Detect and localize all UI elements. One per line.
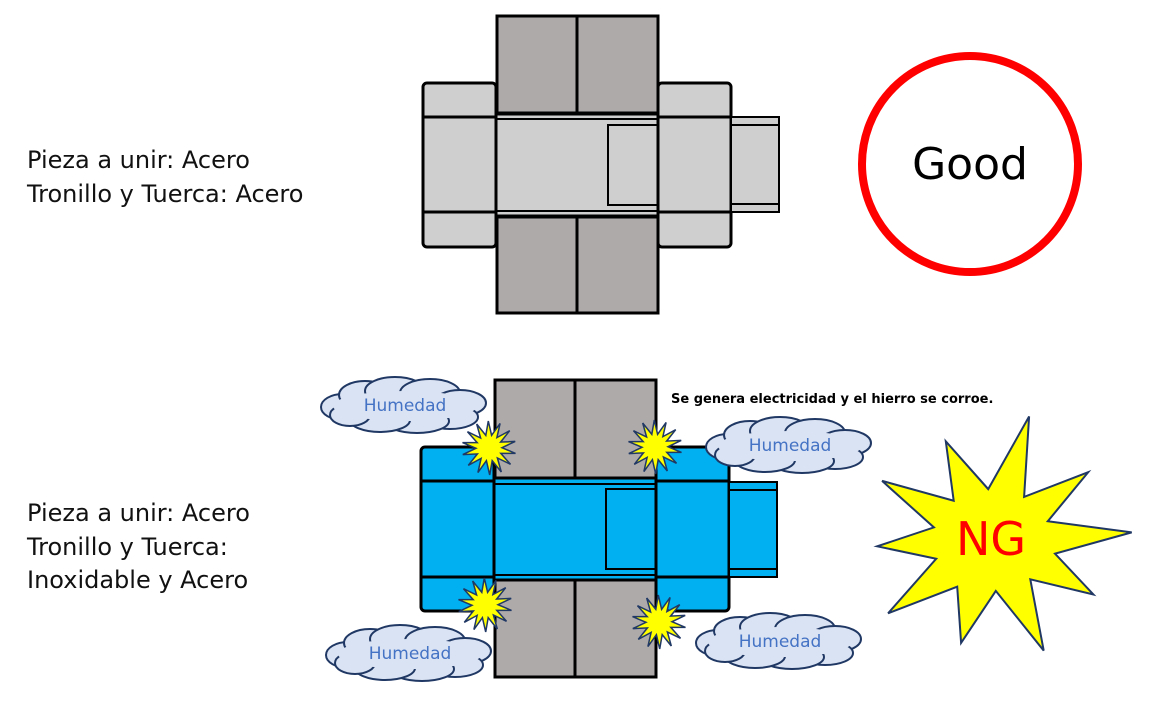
moisture-cloud: Humedad — [705, 416, 872, 474]
ng-starburst — [873, 416, 1132, 652]
moisture-cloud: Humedad — [325, 624, 492, 682]
moisture-label: Humedad — [739, 632, 822, 652]
bolt-tip — [730, 116, 780, 213]
spark-icon — [628, 419, 682, 475]
nut — [656, 81, 733, 249]
top-label-line-1: Pieza a unir: Acero — [27, 146, 250, 174]
spark-icon — [462, 420, 516, 476]
bottom-label-line-3: Inoxidable y Acero — [27, 566, 248, 594]
top-label-line-2: Tronillo y Tuerca: Acero — [26, 180, 303, 208]
corrosion-note: Se genera electricidad y el hierro se co… — [671, 392, 993, 407]
plate-bottom-left — [495, 215, 579, 315]
bottom-label-line-2: Tronillo y Tuerca: — [26, 533, 228, 561]
plate-top-left — [495, 14, 579, 115]
moisture-label: Humedad — [364, 396, 447, 416]
spark-icon — [632, 594, 686, 650]
bolt-tip — [728, 481, 778, 578]
nut — [654, 445, 731, 613]
mixed-bolt-assembly — [419, 378, 778, 679]
plate-bottom-right — [575, 215, 660, 315]
plate-top-right — [575, 14, 660, 115]
steel-bolt-assembly — [421, 14, 780, 315]
bolt-thread — [607, 124, 659, 206]
moisture-cloud: Humedad — [695, 612, 862, 670]
moisture-label: Humedad — [369, 644, 452, 664]
bottom-label-line-1: Pieza a unir: Acero — [27, 499, 250, 527]
moisture-label: Humedad — [749, 436, 832, 456]
ng-verdict: NG — [956, 512, 1026, 566]
bolt-thread — [605, 488, 657, 570]
moisture-cloud: Humedad — [320, 376, 487, 434]
plate-bottom-left — [493, 578, 577, 679]
bolt-head — [421, 81, 498, 249]
plate-top-left — [493, 378, 577, 481]
spark-icon — [458, 577, 512, 633]
good-circle — [858, 52, 1082, 276]
good-verdict: Good — [912, 139, 1028, 190]
